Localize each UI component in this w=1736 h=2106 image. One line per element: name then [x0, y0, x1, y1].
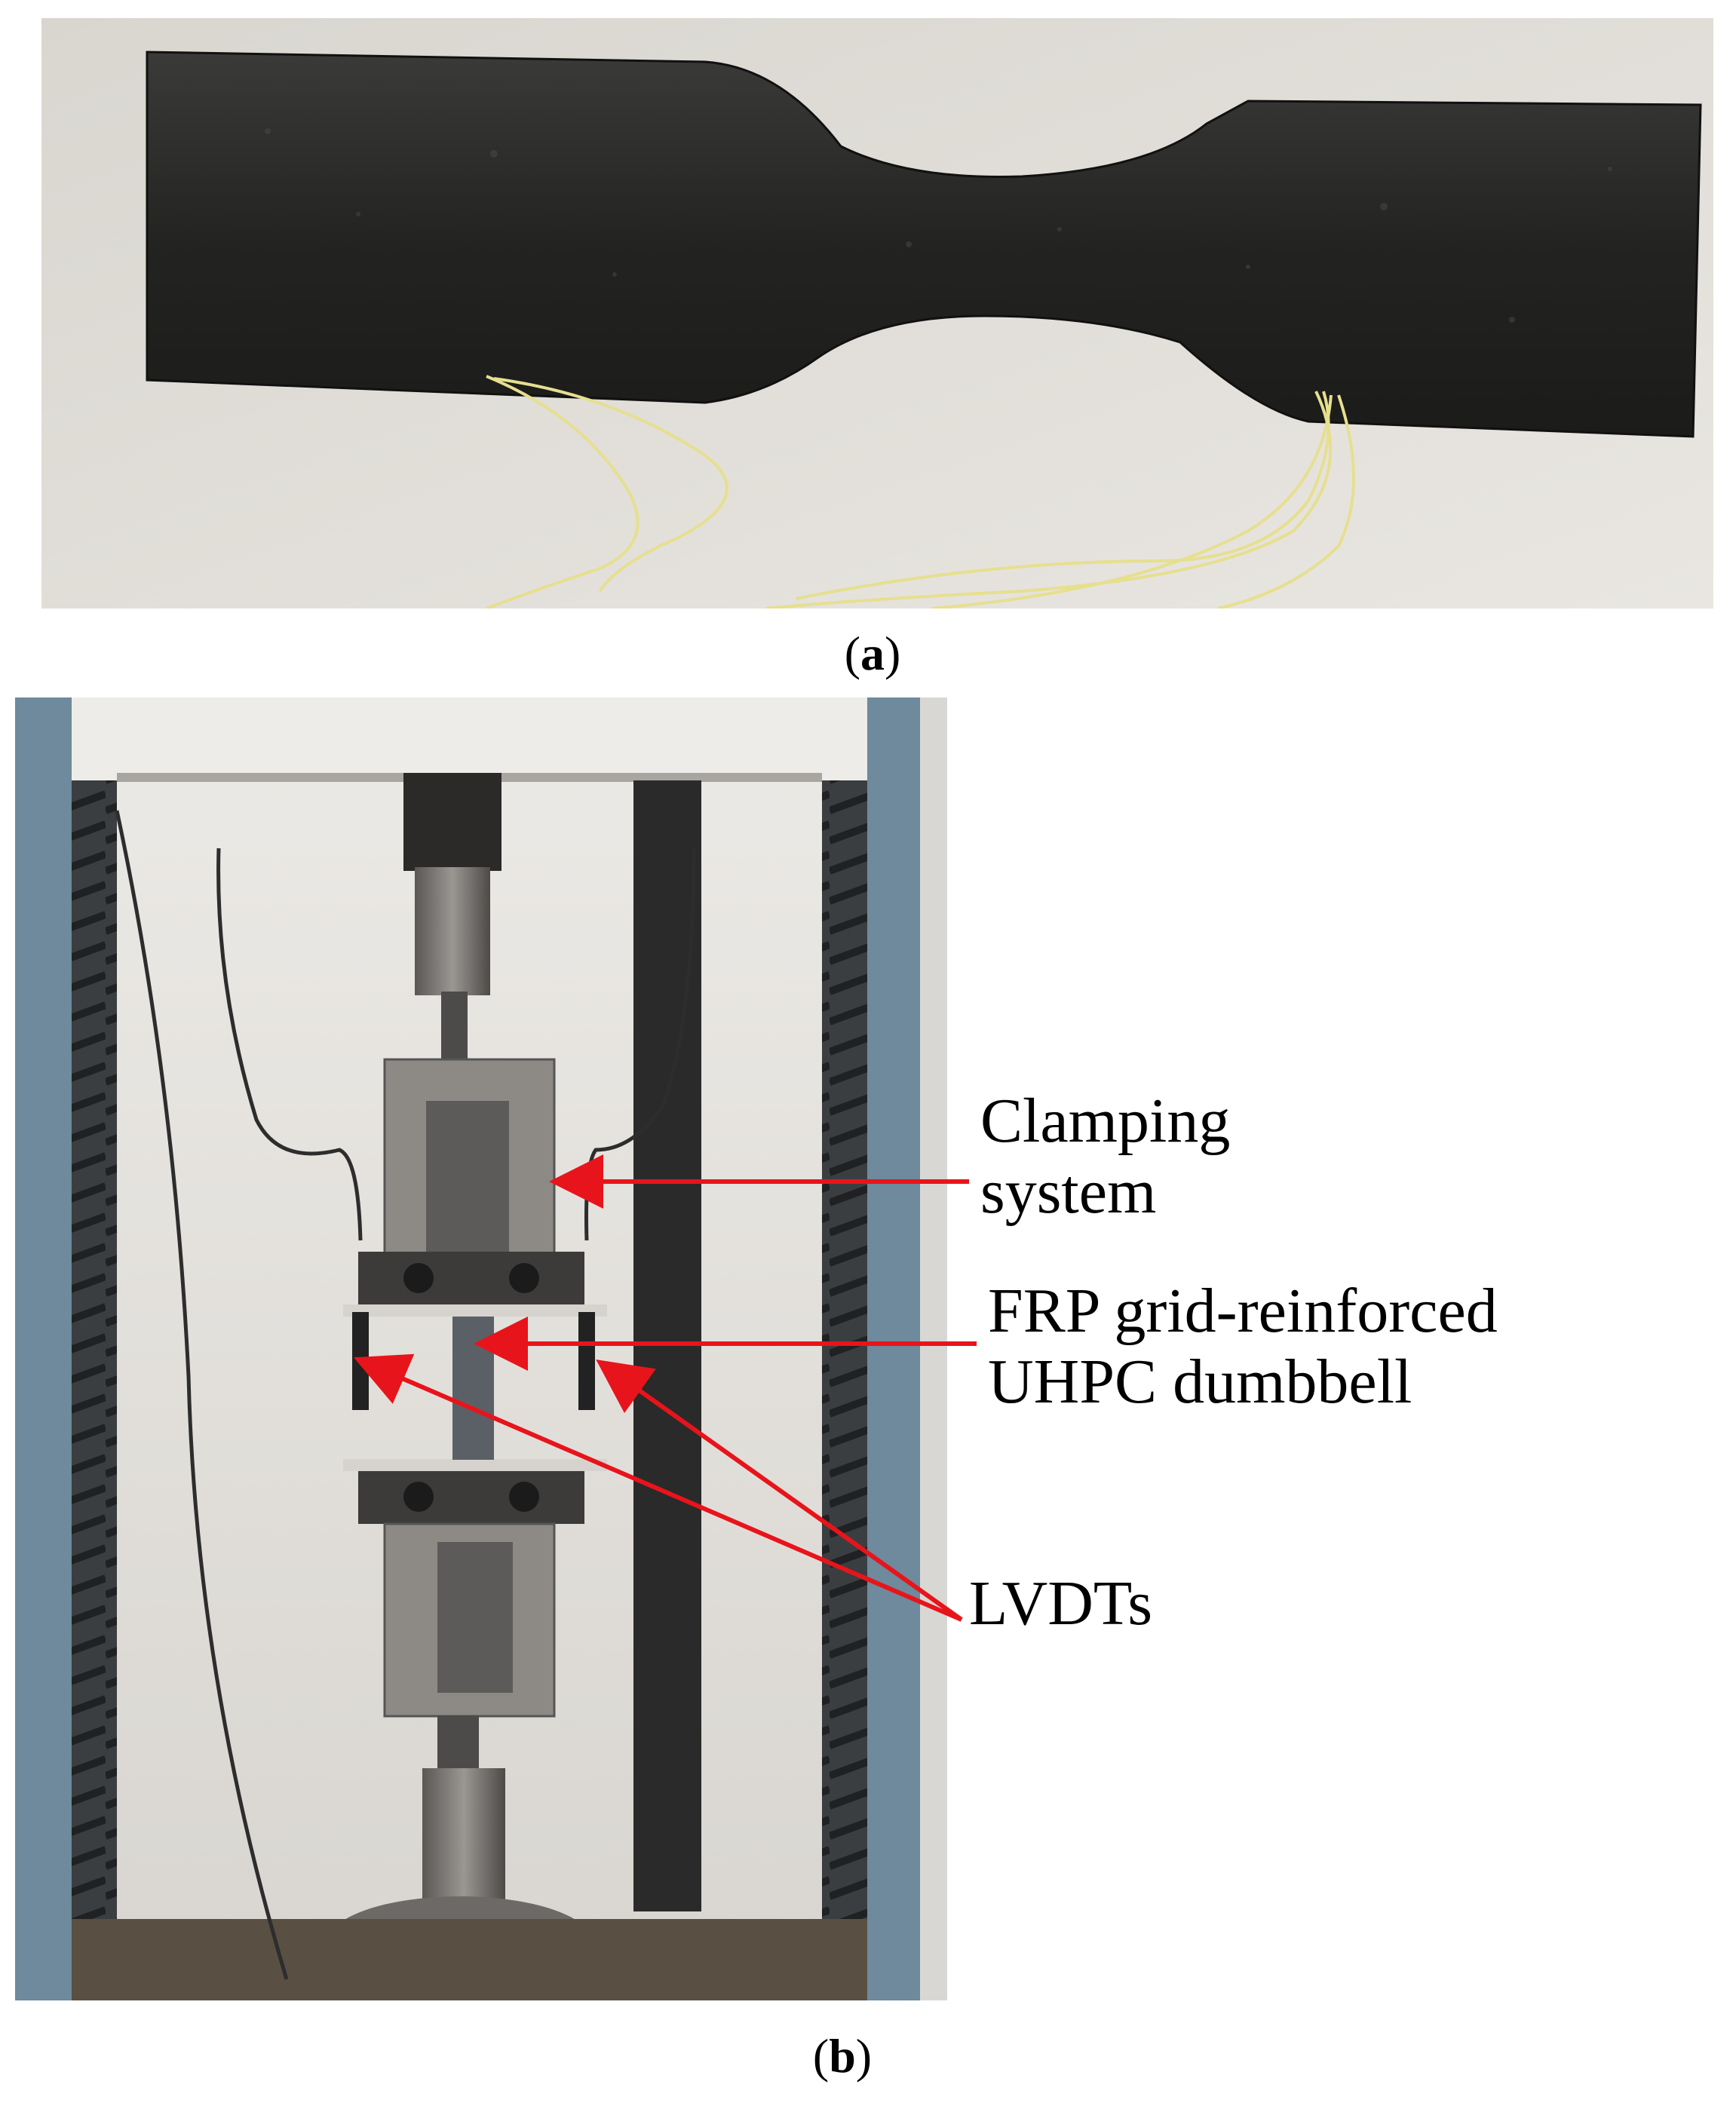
- strain-gauge-wires: [486, 375, 1355, 609]
- label-lvdts: LVDTs: [969, 1568, 1152, 1639]
- caption-a: (a): [797, 626, 948, 682]
- lvdt-right: [578, 1312, 595, 1410]
- label-clamping-system: Clamping system: [980, 1086, 1230, 1228]
- lvdt-left: [352, 1312, 369, 1410]
- caption-a-open: (: [844, 627, 860, 680]
- label-frp-line1: FRP grid-reinforced: [988, 1276, 1498, 1346]
- specimen-neck: [452, 1317, 494, 1460]
- top-crosshead: [72, 697, 867, 780]
- label-clamping-line2: system: [980, 1157, 1157, 1227]
- label-lvdts-text: LVDTs: [969, 1568, 1153, 1639]
- frame-left-column: [15, 697, 72, 2000]
- test-setup-photo: [15, 697, 947, 2000]
- label-frp-line2: UHPC dumbbell: [988, 1347, 1412, 1417]
- label-frp-dumbbell: FRP grid-reinforced UHPC dumbbell: [988, 1276, 1498, 1418]
- dumbbell-specimen-photo: [41, 18, 1713, 609]
- caption-b-open: (: [812, 2029, 830, 2083]
- caption-a-letter: a: [860, 627, 885, 680]
- frame-right-column: [867, 697, 920, 2000]
- caption-b-letter: b: [829, 2029, 856, 2083]
- label-clamping-line1: Clamping: [980, 1086, 1231, 1156]
- caption-a-close: ): [885, 627, 901, 680]
- caption-b-close: ): [855, 2029, 873, 2083]
- caption-b: (b): [767, 2028, 918, 2084]
- dumbbell-body: [146, 51, 1702, 438]
